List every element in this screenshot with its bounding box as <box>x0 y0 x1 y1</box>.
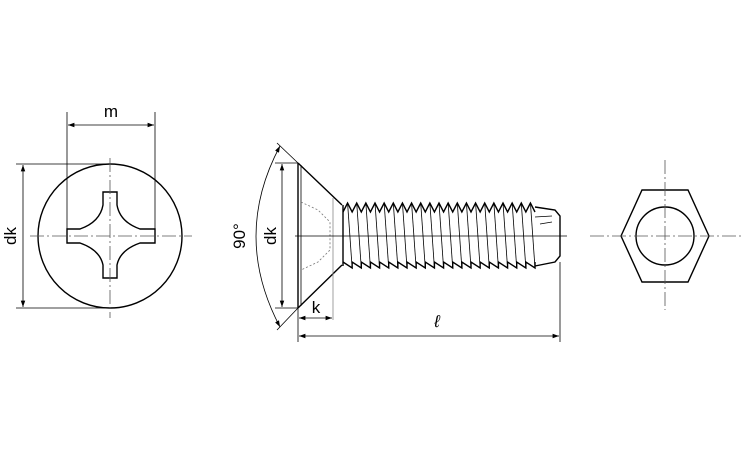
thread-line <box>411 202 417 269</box>
m-label: m <box>104 102 118 121</box>
phillips-recess <box>66 191 156 279</box>
thread-line <box>493 202 499 269</box>
thread-line <box>520 202 527 269</box>
angle-ext-top <box>276 142 299 164</box>
dk-label: dk <box>1 227 20 245</box>
k-label: k <box>312 298 321 317</box>
thread-line <box>420 202 426 269</box>
thread <box>342 201 536 270</box>
thread-line <box>347 202 353 269</box>
thread-line <box>447 202 454 269</box>
angle-arc <box>255 145 281 328</box>
thread-line <box>530 202 536 269</box>
thread-line <box>484 202 490 269</box>
thread-line <box>502 202 508 269</box>
angle-label: 90° <box>230 223 249 249</box>
tip <box>534 206 561 267</box>
thread-line <box>429 202 435 269</box>
thread-line <box>456 202 463 269</box>
countersunk-cone <box>297 162 343 309</box>
thread-line <box>438 202 444 269</box>
thread-crest-bottom <box>342 260 536 270</box>
thread-line <box>374 202 380 269</box>
length-label: ℓ <box>433 312 440 331</box>
thread-line <box>365 202 371 269</box>
tip-slot <box>534 215 553 225</box>
thread-line <box>475 202 481 269</box>
thread-line <box>511 202 518 269</box>
thread-line <box>466 202 472 269</box>
thread-line <box>356 202 362 269</box>
thread-line <box>402 202 408 269</box>
thread-line <box>383 202 390 269</box>
screw-side-view: 90° dk k ℓ <box>230 142 567 342</box>
head-top-view: m dk <box>1 102 192 318</box>
angle-ext-bottom <box>276 307 299 331</box>
tip-end-view <box>590 160 742 310</box>
dk-side-label: dk <box>261 227 280 245</box>
thread-line <box>392 202 399 269</box>
